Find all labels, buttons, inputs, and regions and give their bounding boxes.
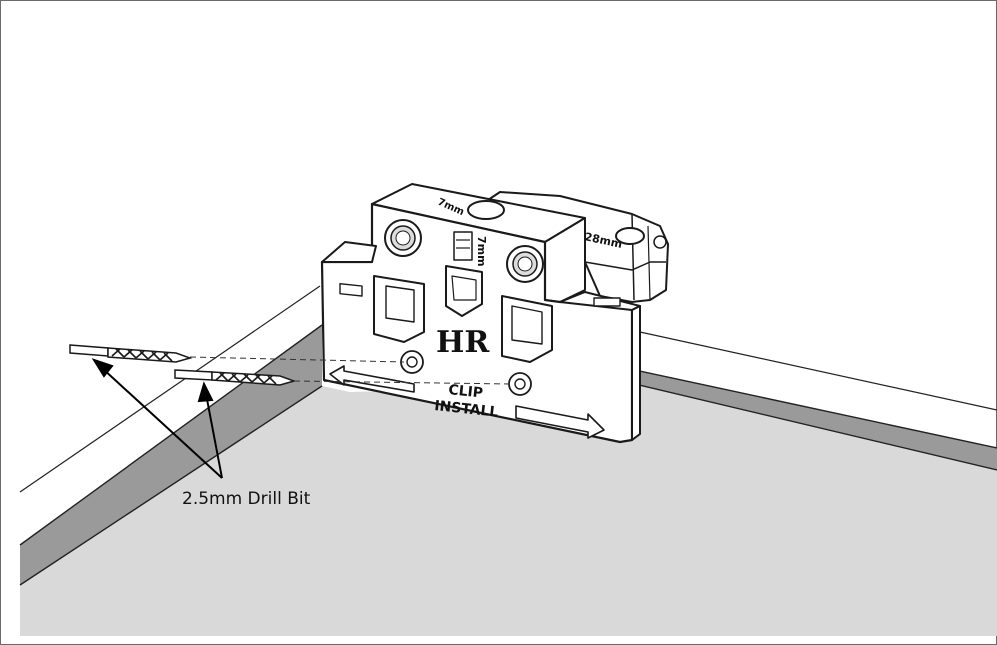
pilot-hole-upper-icon bbox=[400, 350, 424, 374]
board-edge-line-right-lower bbox=[634, 383, 997, 471]
size-marker-icon bbox=[453, 231, 473, 261]
board-edge-line-lower bbox=[19, 385, 323, 586]
board-edge-left bbox=[20, 325, 322, 585]
arrow-right-icon bbox=[515, 405, 605, 439]
callout-arrows bbox=[91, 358, 223, 479]
alignment-line-lower bbox=[293, 380, 513, 385]
clip-label: CLIP bbox=[448, 382, 484, 402]
arrow-left-icon bbox=[329, 365, 415, 393]
board-edge-line-right bbox=[634, 369, 997, 449]
side-panel-line-left bbox=[19, 285, 321, 493]
jig-ledge-left bbox=[321, 241, 377, 263]
drill-bit-lower-icon bbox=[174, 369, 297, 386]
top-hole-icon bbox=[467, 200, 505, 220]
side-size-label: 7mm bbox=[475, 236, 488, 267]
guide-hole-left-icon bbox=[384, 219, 422, 257]
alignment-line-upper bbox=[189, 356, 405, 363]
side-panel-line-right bbox=[639, 331, 997, 411]
board-top-face bbox=[20, 384, 997, 636]
drill-bit-upper-icon bbox=[69, 344, 193, 363]
jig-lower-side-face bbox=[631, 305, 641, 441]
board-edge-right bbox=[635, 370, 997, 470]
brand-logo: HR bbox=[436, 325, 490, 360]
board-panel bbox=[19, 285, 997, 636]
callout-label: 2.5mm Drill Bit bbox=[182, 489, 311, 509]
pilot-hole-lower-icon bbox=[508, 372, 532, 396]
rear-hole-icon bbox=[615, 227, 645, 245]
install-label: INSTALL bbox=[434, 398, 500, 421]
guide-hole-right-icon bbox=[506, 245, 544, 283]
board-edge-line-upper bbox=[19, 324, 323, 546]
